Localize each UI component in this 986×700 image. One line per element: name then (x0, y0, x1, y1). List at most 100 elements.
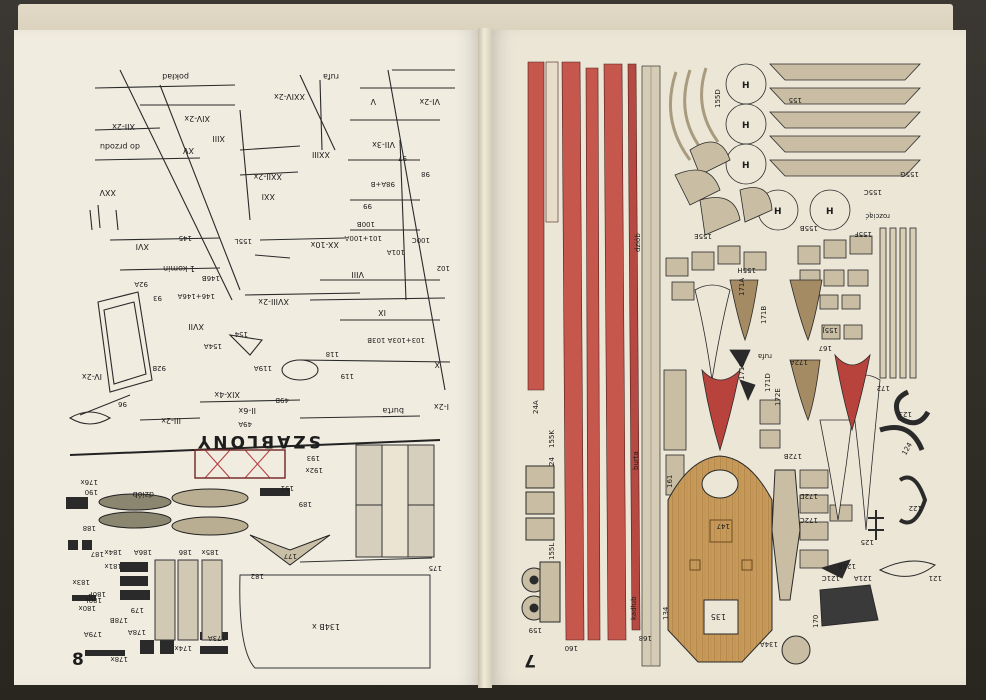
svg-text:III-2x: III-2x (161, 416, 181, 425)
svg-text:H: H (742, 121, 750, 131)
svg-text:H: H (774, 207, 782, 217)
svg-text:186A: 186A (134, 548, 152, 556)
svg-text:147: 147 (717, 522, 730, 530)
svg-text:193: 193 (307, 454, 320, 462)
svg-text:92A: 92A (134, 280, 148, 288)
svg-text:H: H (826, 207, 834, 217)
svg-text:187: 187 (91, 550, 104, 558)
svg-text:pokład: pokład (162, 72, 189, 81)
svg-text:24: 24 (548, 457, 556, 466)
svg-text:146B: 146B (202, 274, 220, 282)
svg-text:178A: 178A (128, 628, 146, 636)
svg-text:98A+B: 98A+B (370, 180, 395, 188)
svg-text:XIII: XIII (212, 134, 225, 143)
svg-text:II-6x: II-6x (238, 406, 256, 415)
left-page (14, 30, 482, 685)
svg-text:96: 96 (118, 400, 127, 408)
svg-text:IV-2x: IV-2x (82, 372, 102, 381)
svg-text:119A: 119A (254, 364, 272, 372)
svg-text:178B: 178B (110, 616, 128, 624)
svg-text:161: 161 (666, 475, 674, 488)
svg-text:49A: 49A (238, 420, 252, 428)
svg-text:rozciąć: rozciąć (865, 212, 890, 220)
booklet-spine (478, 28, 492, 688)
svg-text:98: 98 (421, 170, 430, 178)
svg-text:160: 160 (565, 644, 578, 652)
svg-text:172E: 172E (774, 388, 782, 406)
svg-text:XV: XV (183, 146, 194, 155)
svg-text:1 komin: 1 komin (163, 264, 195, 273)
red-hull-strips (527, 61, 641, 641)
svg-text:179: 179 (131, 606, 144, 614)
svg-text:155J: 155J (823, 326, 838, 334)
svg-text:101+100A: 101+100A (344, 234, 382, 242)
svg-text:135: 135 (711, 612, 726, 621)
svg-text:do przodu: do przodu (100, 142, 140, 151)
svg-text:155F: 155F (855, 230, 872, 238)
svg-text:154A: 154A (204, 342, 222, 350)
svg-text:XVII: XVII (188, 322, 204, 331)
superstructure-parts (663, 63, 921, 569)
svg-text:145: 145 (179, 234, 192, 242)
svg-text:XXIII: XXIII (312, 150, 330, 159)
svg-text:178x: 178x (110, 655, 128, 663)
svg-text:burta: burta (382, 406, 404, 415)
svg-text:192x: 192x (305, 466, 323, 474)
svg-text:XX-10x: XX-10x (310, 240, 339, 249)
svg-text:XXI: XXI (262, 192, 275, 201)
svg-text:dziób: dziób (634, 233, 642, 252)
svg-text:93: 93 (153, 294, 162, 302)
svg-text:XXII-2x: XXII-2x (253, 172, 282, 181)
svg-text:185x: 185x (201, 548, 219, 556)
svg-text:170: 170 (812, 615, 820, 628)
svg-text:188: 188 (83, 524, 96, 532)
svg-text:121: 121 (929, 574, 942, 582)
svg-text:119: 119 (341, 372, 354, 380)
svg-text:kadłub: kadłub (630, 596, 638, 620)
svg-text:168: 168 (639, 634, 652, 642)
svg-text:VII-3x: VII-3x (372, 140, 395, 149)
svg-text:174x: 174x (174, 644, 192, 652)
svg-text:XIX-4x: XIX-4x (214, 390, 240, 399)
left-template-parts (66, 439, 441, 669)
svg-text:XIV-2x: XIV-2x (184, 114, 210, 123)
svg-text:VI-2x: VI-2x (419, 97, 440, 106)
svg-text:171C: 171C (738, 362, 746, 380)
svg-text:186: 186 (178, 548, 192, 556)
svg-text:171D: 171D (764, 373, 772, 392)
svg-text:rufa: rufa (323, 72, 339, 81)
svg-text:180L: 180L (85, 596, 102, 604)
svg-text:99: 99 (363, 202, 372, 210)
svg-text:182: 182 (251, 572, 264, 580)
svg-text:121A: 121A (854, 574, 872, 582)
right-page-number: 7 (524, 650, 536, 670)
svg-text:burta: burta (632, 451, 640, 470)
svg-text:172C: 172C (800, 516, 818, 524)
svg-text:172D: 172D (799, 492, 818, 500)
svg-text:184x: 184x (104, 548, 122, 556)
svg-text:XVI: XVI (136, 242, 149, 251)
svg-text:172B: 172B (784, 452, 802, 460)
svg-text:103+103A 103B: 103+103A 103B (367, 336, 425, 344)
svg-text:24A: 24A (532, 400, 540, 414)
svg-text:134B x: 134B x (312, 622, 340, 631)
right-edge-parts (819, 389, 936, 627)
svg-text:H: H (742, 161, 750, 171)
svg-text:XXIV-2x: XXIV-2x (274, 92, 305, 101)
svg-text:92B: 92B (152, 364, 166, 372)
svg-text:97: 97 (398, 154, 407, 162)
svg-text:155L: 155L (548, 543, 556, 560)
svg-text:X: X (434, 360, 440, 369)
svg-text:125: 125 (861, 538, 874, 546)
svg-text:134A: 134A (760, 640, 778, 648)
svg-text:I-2x: I-2x (434, 402, 449, 411)
svg-text:191: 191 (281, 484, 294, 492)
svg-text:H: H (742, 81, 750, 91)
svg-text:XII-2x: XII-2x (112, 122, 135, 131)
svg-text:155L: 155L (235, 237, 252, 245)
left-page-number: 8 (72, 650, 84, 670)
svg-text:183x: 183x (72, 578, 90, 586)
svg-text:155: 155 (789, 96, 802, 104)
svg-text:173A: 173A (208, 634, 226, 642)
